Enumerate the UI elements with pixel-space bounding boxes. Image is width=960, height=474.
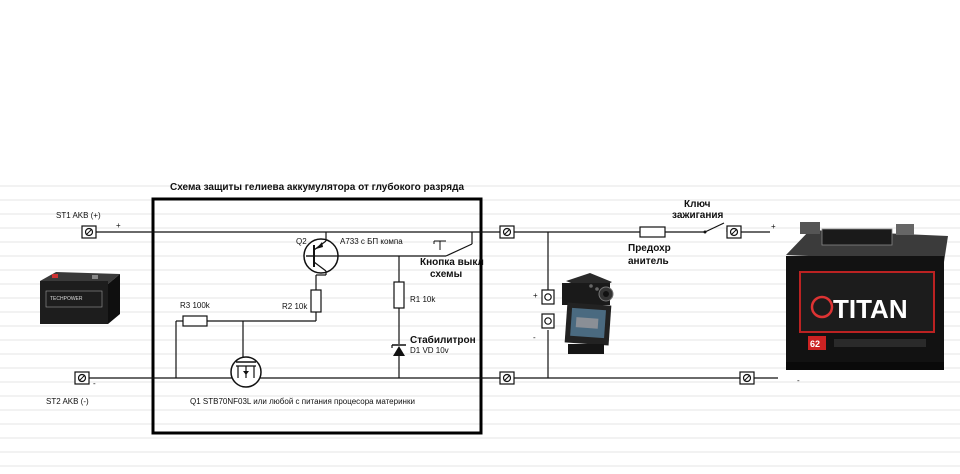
dashcam-minus-sign: - (533, 333, 536, 342)
car-battery-brand: TITAN (833, 294, 908, 324)
fuse-label-1: Предохр (628, 243, 671, 254)
st2-sign: - (93, 379, 96, 388)
zener-diode (391, 344, 406, 356)
car-plus-terminal (726, 225, 742, 239)
car-minus-terminal (739, 371, 755, 385)
board-out-minus-terminal (499, 371, 515, 385)
st1-terminal (81, 225, 97, 239)
zener-label-2: D1 VD 10v (410, 346, 449, 355)
board-out-plus-terminal (499, 225, 515, 239)
r2-label: R2 10k (282, 302, 308, 311)
q2-label: Q2 (296, 237, 307, 246)
diagram-title: Схема защиты гелиева аккумулятора от глу… (170, 181, 464, 193)
protection-board-outline (151, 197, 483, 435)
st1-label: ST1 AKB (+) (56, 211, 101, 220)
st2-label: ST2 AKB (-) (46, 397, 89, 406)
q1-label: Q1 STB70NF03L или любой с питания процес… (190, 397, 415, 406)
q1-mosfet (230, 356, 262, 388)
zener-label-1: Стабилитрон (410, 334, 476, 346)
dashcam-minus-terminal (541, 313, 555, 329)
off-button-label-1: Кнопка выкл (420, 257, 484, 268)
fuse (639, 226, 666, 238)
q2-description: A733 с БП компа (340, 237, 403, 246)
r1-label: R1 10k (410, 295, 436, 304)
gel-battery-image: TECHPOWER (40, 272, 120, 324)
fuse-label-2: анитель (628, 256, 669, 267)
r3-label: R3 100k (180, 301, 211, 310)
r2-resistor (310, 289, 322, 313)
dashcam-image (562, 273, 614, 354)
r1-resistor (393, 281, 405, 309)
key-label-1: Ключ (684, 199, 711, 210)
st2-terminal (74, 371, 90, 385)
off-button-label-2: схемы (430, 269, 462, 280)
r3-resistor (182, 315, 208, 327)
dashcam-plus-sign: + (533, 291, 538, 300)
st1-sign: + (116, 221, 121, 230)
off-button-symbol (433, 232, 473, 257)
dashcam-plus-terminal (541, 289, 555, 305)
car-minus-sign: - (797, 376, 800, 385)
gel-battery-brand: TECHPOWER (50, 296, 83, 302)
key-label-2: зажигания (672, 210, 724, 221)
car-battery-badge: 62 (810, 339, 820, 349)
car-battery-image: TITAN 62 (786, 222, 948, 370)
car-plus-sign: + (771, 222, 776, 231)
